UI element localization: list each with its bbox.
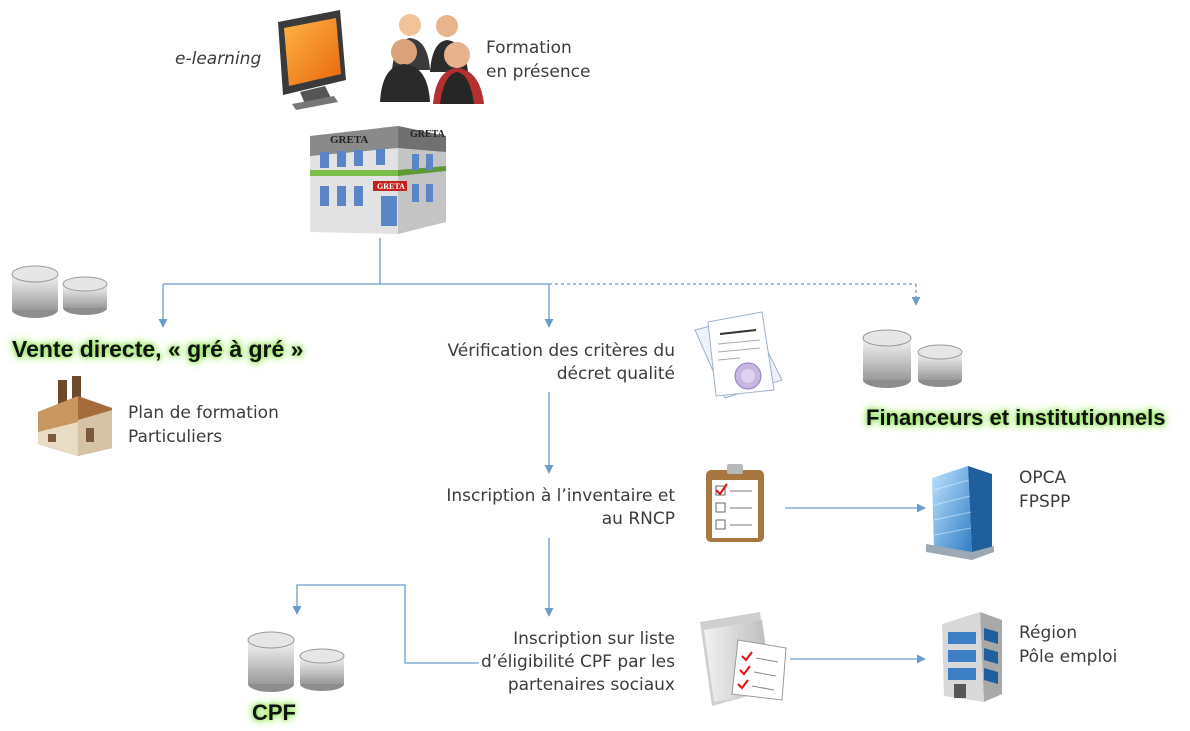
coins-icon-funders [862,329,963,388]
cpf-title: CPF [252,700,296,725]
greta-sign-red: GRETA [377,182,405,191]
cpf-eligibility-line1: Inscription sur liste [513,629,675,649]
coins-icon-left [11,265,108,318]
funders-title: Financeurs et institutionnels [866,405,1166,430]
opca-label: OPCA [1019,468,1067,488]
fpspp-label: FPSPP [1019,492,1071,512]
greta-sign-front: GRETA [330,134,368,146]
pole-emploi-label: Pôle emploi [1019,647,1118,667]
presence-label-line2: en présence [486,62,591,82]
direct-sale-title: Vente directe, « gré à gré » [12,336,304,362]
greta-building-icon [310,126,446,234]
people-icon [380,14,484,104]
folder-checklist-icon [700,612,787,706]
certificate-document-icon [694,311,783,399]
quality-check-line2: décret qualité [556,364,675,384]
presence-label-line1: Formation [486,38,572,58]
connector-lines [158,238,926,664]
glass-office-building-icon [926,466,994,560]
training-plan-label: Plan de formation [128,403,279,423]
inventory-rncp-line1: Inscription à l’inventaire et [446,486,675,506]
clipboard-checklist-icon [706,464,764,542]
region-label: Région [1019,623,1078,643]
coins-icon-cpf [247,631,345,692]
individuals-label: Particuliers [128,427,223,447]
office-tower-icon [942,612,1002,702]
arrow-to-cpf [292,584,479,664]
elearning-label: e-learning [175,49,262,69]
inventory-rncp-line2: au RNCP [601,509,675,529]
cpf-eligibility-line3: partenaires sociaux [507,675,675,695]
quality-check-line1: Vérification des critères du [447,341,675,361]
factory-icon [38,376,112,456]
cpf-eligibility-line2: d’éligibilité CPF par les [480,652,675,672]
monitor-icon [278,10,346,110]
greta-sign-side: GRETA [410,129,446,140]
